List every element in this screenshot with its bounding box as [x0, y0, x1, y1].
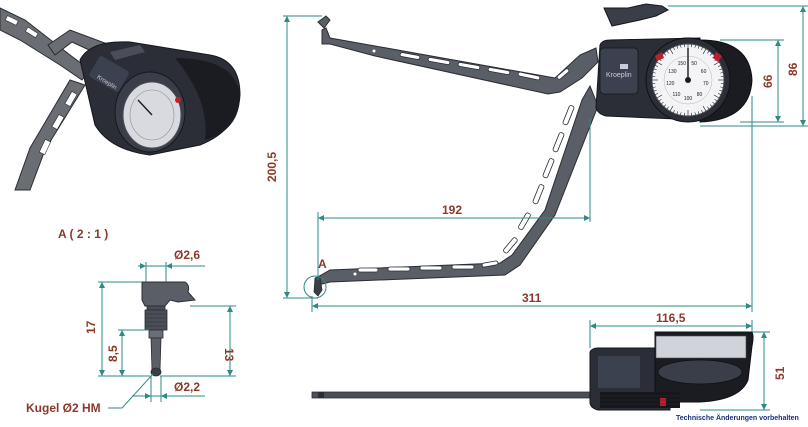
dim-8-5: 8,5	[106, 345, 120, 362]
dial-tick	[666, 50, 669, 54]
dial-tick	[694, 44, 696, 48]
product-3d-view: Kroeplin	[0, 7, 241, 191]
detail-view-a: A ( 2 : 1 )	[26, 227, 236, 415]
dial-tick	[663, 53, 667, 56]
dial-number-label: 70	[703, 81, 709, 87]
dial-tick	[720, 72, 724, 74]
dial-number-label: 60	[701, 69, 707, 75]
dial-tick	[652, 86, 656, 88]
dial-number-label: 120	[666, 81, 675, 87]
dial-tick	[697, 111, 700, 115]
dim-diameter-2-2: Ø2,2	[174, 380, 200, 394]
dial-number-label: 80	[697, 92, 703, 98]
dial-tick	[669, 105, 674, 112]
dial-tick	[694, 112, 696, 116]
dial-tick	[707, 50, 710, 54]
dial-tick	[676, 111, 679, 115]
dial-tick	[654, 65, 658, 67]
dial-tick	[709, 53, 713, 56]
dial-tick	[666, 106, 669, 110]
technical-changes-notice: Technische Änderungen vorbehalten	[676, 415, 799, 422]
dial-tick	[673, 46, 675, 50]
dim-116-5: 116,5	[656, 311, 686, 325]
gauge-brand-label: Kroeplin	[606, 72, 632, 79]
dial-tick	[653, 68, 657, 71]
lower-arm-slots	[357, 105, 575, 273]
dim-66: 66	[761, 74, 775, 88]
dial-tick	[719, 89, 723, 92]
upper-arm-slots	[399, 52, 570, 81]
dial-tick	[714, 99, 718, 102]
dial-tick	[701, 46, 703, 50]
dial-tick	[713, 61, 720, 66]
dial-tick	[709, 104, 713, 107]
dial-tick	[720, 86, 724, 88]
dim-17: 17	[84, 320, 98, 334]
dial-tick	[676, 45, 679, 49]
dim-192: 192	[442, 203, 462, 217]
dial-tick	[656, 94, 663, 99]
detail-marker-a: A	[318, 257, 327, 271]
top-view: 116,5 51	[311, 311, 787, 411]
dial-tick	[658, 99, 662, 102]
dim-13: 13	[222, 348, 236, 362]
dial-tick	[680, 112, 682, 116]
dial-tick	[701, 110, 703, 114]
dim-51: 51	[773, 366, 787, 380]
detail-title: A ( 2 : 1 )	[58, 227, 108, 241]
dial-tick	[663, 104, 667, 107]
ball-tip-label: Kugel Ø2 HM	[26, 401, 101, 415]
dial-tick	[719, 68, 723, 71]
dial-number-label: 110	[672, 92, 680, 98]
dial-tick	[669, 48, 674, 55]
dial-number-label: 130	[668, 69, 677, 75]
dial-tick	[707, 106, 710, 110]
dial-number-label: 50	[691, 61, 697, 67]
dial-tick	[697, 45, 700, 49]
dim-diameter-2-6: Ø2,6	[174, 248, 200, 262]
dial-number-label: 150	[678, 61, 687, 67]
dial-tick	[652, 72, 656, 74]
dial-number-label: 100	[684, 96, 693, 102]
dial-tick	[713, 94, 720, 99]
dim-311: 311	[522, 291, 542, 305]
dial-tick	[718, 93, 722, 95]
dial-tick	[702, 48, 707, 55]
dial-tick	[712, 101, 715, 105]
dial-tick	[656, 61, 663, 66]
dial-tick	[718, 65, 722, 67]
dim-200-5: 200,5	[265, 152, 279, 182]
dial-tick	[653, 89, 657, 92]
dial-tick	[680, 44, 682, 48]
dim-86: 86	[786, 62, 800, 76]
dial-tick	[661, 101, 664, 105]
dial-tick	[654, 93, 658, 95]
dial-tick	[673, 110, 675, 114]
dial-tick	[702, 105, 707, 112]
